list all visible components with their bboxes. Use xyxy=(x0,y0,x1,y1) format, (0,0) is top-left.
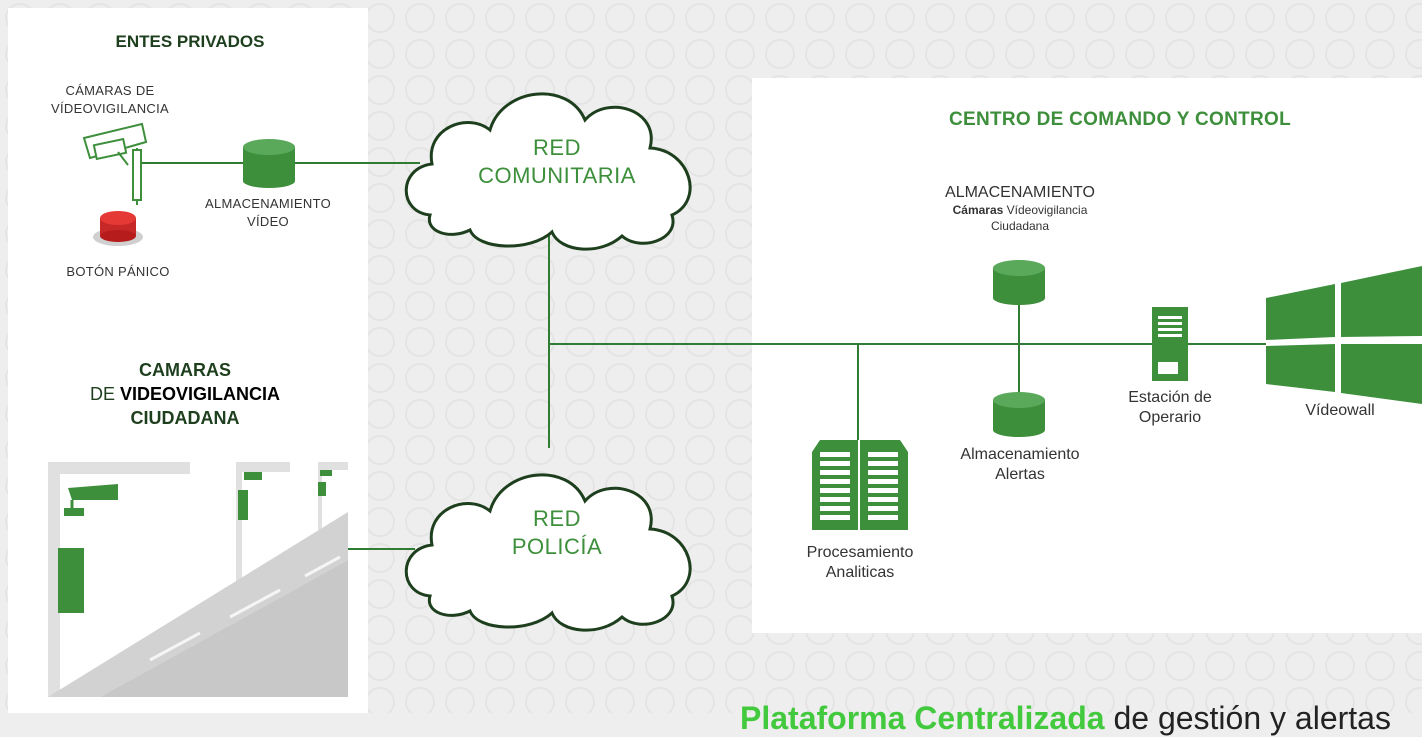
red-policia-line2: POLICÍA xyxy=(511,534,603,559)
camaras-ciudadana-line3: CIUDADANA xyxy=(130,408,240,428)
camaras-ciudadana-line2: DE VIDEOVIGILANCIA xyxy=(40,382,330,406)
storage-alertas-line2: Alertas xyxy=(995,466,1045,483)
processing-line1: Procesamiento xyxy=(806,544,914,561)
storage-cameras-line3: Ciudadana xyxy=(990,219,1050,233)
panic-button-icon xyxy=(93,211,143,246)
storage-cameras-line1: ALMACENAMIENTO xyxy=(945,184,1095,201)
private-cameras-line2: VÍDEOVIGILANCIA xyxy=(51,101,169,116)
operator-station-line1: Estación de xyxy=(1128,389,1212,406)
storage-alertas-icon xyxy=(993,392,1045,437)
private-camera-icon xyxy=(82,122,148,205)
processing-label: Procesamiento Analiticas xyxy=(780,543,940,583)
red-comunitaria-label: RED COMUNITARIA xyxy=(452,134,662,190)
storage-cameras-line2: Cámaras Vídeovigilancia xyxy=(900,202,1140,218)
cloud-red-policia xyxy=(404,473,692,632)
private-cameras-line1: CÁMARAS DE xyxy=(65,83,155,98)
street-scene-illustration xyxy=(48,462,348,697)
operator-station-line2: Operario xyxy=(1138,409,1202,426)
storage-cameras-bold: Cámaras xyxy=(952,203,1004,217)
network-diagram xyxy=(48,92,1422,697)
platform-caption-rest: de gestión y alertas xyxy=(1104,700,1391,736)
camaras-ciudadana-bold: VIDEOVIGILANCIA xyxy=(120,384,281,404)
storage-cameras-rest: Vídeovigilancia xyxy=(1003,203,1088,217)
storage-video-label: ALMACENAMIENTO VÍDEO xyxy=(180,195,356,231)
camaras-ciudadana-line1: CAMARAS xyxy=(139,360,231,380)
videowall-icon xyxy=(1266,266,1422,404)
processing-servers-icon xyxy=(812,440,908,530)
operator-station-label: Estación de Operario xyxy=(1100,388,1240,428)
centro-title: CENTRO DE COMANDO Y CONTROL xyxy=(948,109,1292,130)
operator-station-icon xyxy=(1152,307,1188,381)
storage-cameras-label: ALMACENAMIENTO Cámaras Vídeovigilancia C… xyxy=(900,184,1140,234)
processing-line2: Analiticas xyxy=(825,564,895,581)
red-policia-label: RED POLICÍA xyxy=(452,505,662,561)
red-policia-line1: RED xyxy=(533,506,581,531)
platform-caption: Plataforma Centralizada de gestión y ale… xyxy=(740,700,1391,737)
storage-alertas-line1: Almacenamiento xyxy=(960,446,1080,463)
storage-video-icon xyxy=(243,139,295,188)
red-comunitaria-line2: COMUNITARIA xyxy=(478,163,636,188)
storage-alertas-label: Almacenamiento Alertas xyxy=(930,445,1110,485)
entes-privados-title: ENTES PRIVADOS xyxy=(115,32,265,51)
camaras-ciudadana-title: CAMARAS DE VIDEOVIGILANCIA CIUDADANA xyxy=(40,358,330,430)
platform-caption-green: Plataforma Centralizada xyxy=(740,700,1105,736)
storage-video-line1: ALMACENAMIENTO xyxy=(204,196,332,211)
panic-button-label: BOTÓN PÁNICO xyxy=(66,264,170,279)
private-cameras-label: CÁMARAS DE VÍDEOVIGILANCIA xyxy=(20,82,200,118)
storage-video-line2: VÍDEO xyxy=(247,214,289,229)
cloud-red-comunitaria xyxy=(404,92,692,251)
connection-lines xyxy=(140,162,1266,550)
videowall-label: Vídeowall xyxy=(1305,402,1375,419)
red-comunitaria-line1: RED xyxy=(533,135,581,160)
camaras-ciudadana-prefix: DE xyxy=(89,384,120,404)
storage-cameras-icon xyxy=(993,260,1045,305)
